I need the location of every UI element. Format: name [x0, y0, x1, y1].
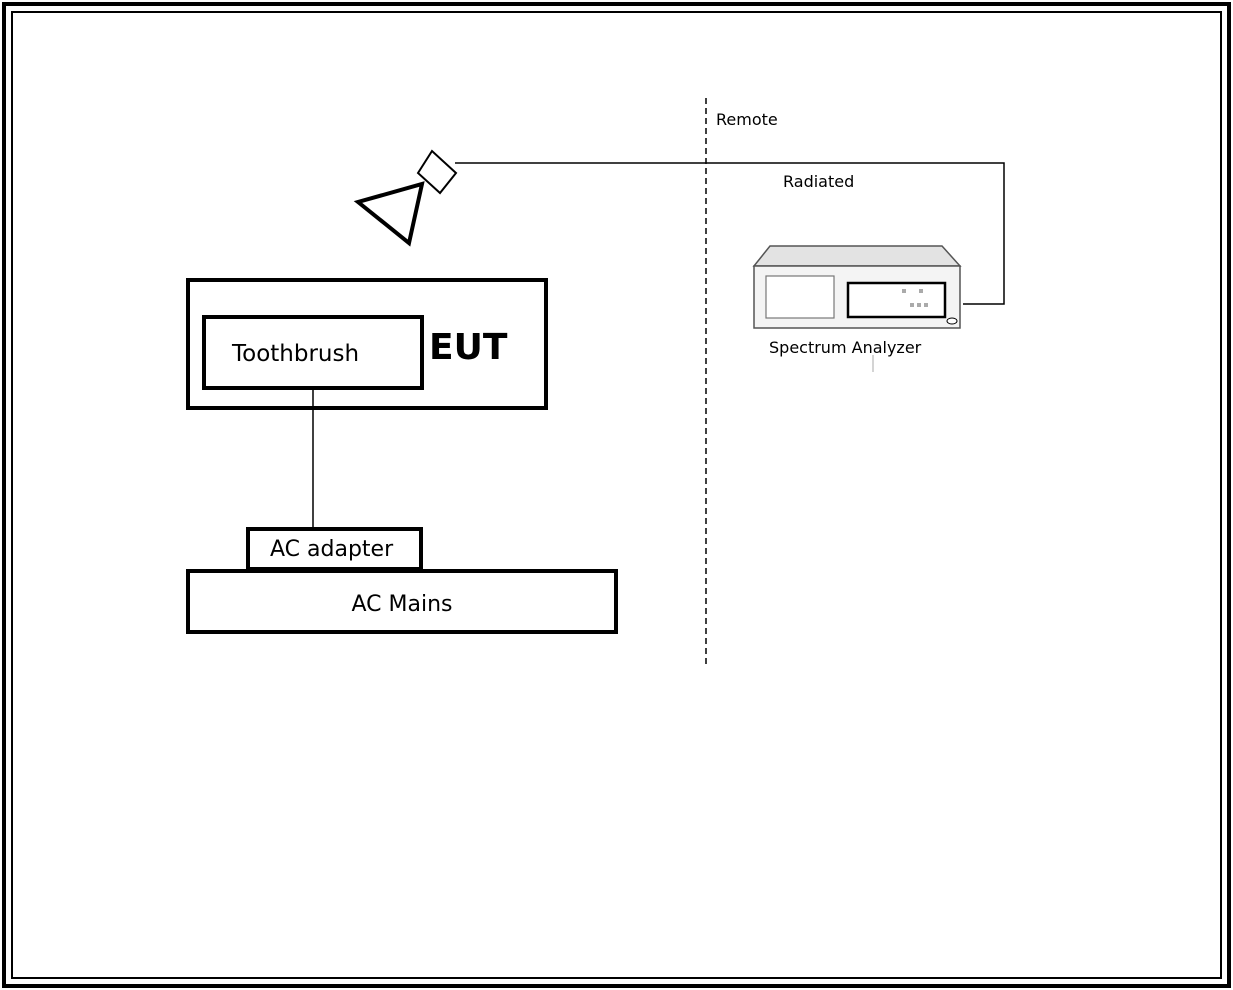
rf-cable	[455, 162, 1005, 305]
eut-box	[186, 278, 548, 410]
spectrum-analyzer-label: Spectrum Analyzer	[769, 338, 922, 357]
toothbrush-label: Toothbrush	[231, 341, 359, 367]
antenna-icon	[353, 149, 458, 247]
ac-mains-label: AC Mains	[352, 592, 453, 617]
ac-adapter-box	[246, 527, 423, 571]
radiated-label: Radiated	[783, 172, 854, 191]
eut-label: EUT	[429, 327, 508, 368]
remote-label: Remote	[716, 110, 778, 129]
ac-adapter-label: AC adapter	[270, 537, 394, 562]
ac-mains-box	[186, 569, 618, 634]
spectrum-analyzer-icon	[752, 245, 962, 372]
